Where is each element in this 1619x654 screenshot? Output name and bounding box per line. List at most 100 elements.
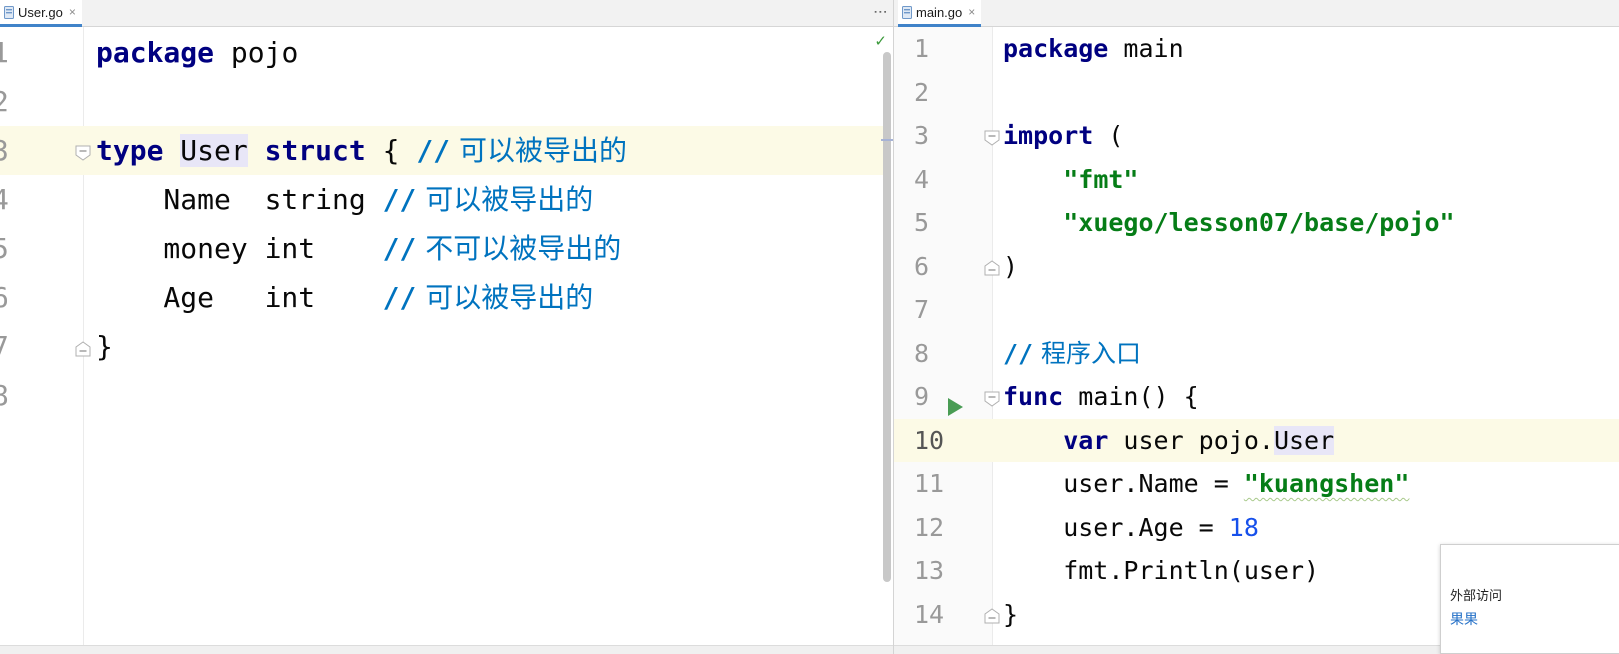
fold-collapse-icon[interactable] <box>983 607 1001 625</box>
code-line[interactable]: 14} <box>894 593 1619 637</box>
left-tab-bar: User.go × ⋮ <box>0 0 893 27</box>
code-text: "xuego/lesson07/base/pojo" <box>1003 201 1454 245</box>
code-line-current[interactable]: 10 var user pojo.User <box>894 418 1619 462</box>
code-token: money int <box>96 232 383 265</box>
notification-popup[interactable]: 外部访问 果果 <box>1440 544 1619 654</box>
line-number[interactable]: 12 <box>914 512 945 542</box>
code-line[interactable]: 6 Age int // 可以被导出的 <box>0 273 883 322</box>
line-number[interactable]: 1 <box>0 36 9 69</box>
code-text: money int // 不可以被导出的 <box>96 224 621 273</box>
code-token: fmt.Println(user) <box>1003 556 1320 585</box>
code-text: Name string // 可以被导出的 <box>96 175 593 224</box>
string-token: "kuangshen" <box>1243 469 1410 498</box>
right-gutter <box>894 27 993 654</box>
code-token: 18 <box>1228 512 1259 542</box>
line-number[interactable]: 8 <box>0 379 9 412</box>
line-number[interactable]: 13 <box>914 556 945 585</box>
code-line[interactable]: 5 money int // 不可以被导出的 <box>0 224 883 273</box>
left-editor-pane: User.go × ⋮ 1 package pojo 2 3 type User str… <box>0 0 893 654</box>
close-icon[interactable]: × <box>68 5 76 19</box>
code-text: // 程序入口 <box>1003 332 1141 376</box>
code-line[interactable]: 13 fmt.Println(user) <box>894 549 1619 593</box>
code-line[interactable]: 5 "xuego/lesson07/base/pojo" <box>894 201 1619 245</box>
code-line[interactable]: 8 <box>0 371 883 420</box>
run-icon[interactable] <box>946 387 964 431</box>
line-number[interactable]: 2 <box>914 77 930 107</box>
code-line[interactable]: 3 import ( <box>894 114 1619 158</box>
code-line[interactable]: 7} <box>0 322 883 371</box>
code-token: ) <box>1003 251 1019 281</box>
line-number[interactable]: 4 <box>0 183 9 216</box>
line-number[interactable]: 14 <box>914 599 945 629</box>
code-token: } <box>1003 599 1019 629</box>
tab-label: main.go <box>916 4 963 20</box>
line-number[interactable]: 6 <box>0 281 9 314</box>
go-file-icon <box>902 5 912 19</box>
string-token: "fmt" <box>1063 164 1139 194</box>
left-code-area[interactable]: 1 package pojo 2 3 type User struct { // 可以被… <box>0 27 883 654</box>
code-token: pojo <box>214 36 299 69</box>
right-horizontal-scroll-strip[interactable] <box>894 645 1619 654</box>
tab-user-go[interactable]: User.go × <box>0 0 82 27</box>
line-number[interactable]: 3 <box>914 121 930 150</box>
line-number[interactable]: 5 <box>914 208 930 237</box>
line-number[interactable]: 8 <box>914 338 930 368</box>
comment-token: // <box>382 281 417 314</box>
close-icon[interactable]: × <box>968 5 976 19</box>
left-horizontal-scroll-strip[interactable] <box>0 645 893 654</box>
code-line-current[interactable]: 3 type User struct { // 可以被导出的 <box>0 126 883 175</box>
line-number[interactable]: 9 <box>914 382 930 411</box>
comment-token: // <box>382 183 417 216</box>
code-token <box>163 134 180 167</box>
code-line[interactable]: 4 Name string // 可以被导出的 <box>0 175 883 224</box>
line-number[interactable]: 7 <box>0 330 9 363</box>
right-tab-bar: main.go × <box>894 0 1619 27</box>
popup-link[interactable]: 果果 <box>1450 611 1478 627</box>
code-token: Name string <box>96 183 383 216</box>
fold-expand-icon[interactable] <box>983 390 1001 408</box>
keyword-token: package <box>96 36 215 69</box>
code-text: user.Name = "kuangshen" <box>1003 462 1409 506</box>
line-number[interactable]: 6 <box>914 251 930 281</box>
code-line[interactable]: 6) <box>894 245 1619 289</box>
keyword-token: var <box>1063 425 1109 455</box>
code-text: import ( <box>1003 114 1123 158</box>
fold-collapse-icon[interactable] <box>74 340 92 358</box>
code-text: package main <box>1003 27 1184 71</box>
code-line[interactable]: 11 user.Name = "kuangshen" <box>894 462 1619 506</box>
code-token <box>1003 426 1063 455</box>
vertical-scrollbar[interactable] <box>883 52 891 582</box>
fold-expand-icon[interactable] <box>983 129 1001 147</box>
line-number[interactable]: 10 <box>914 425 945 455</box>
fold-collapse-icon[interactable] <box>983 259 1001 277</box>
inspection-ok-icon[interactable]: ✓ <box>874 32 887 50</box>
comment-token: 不可以被导出的 <box>416 232 622 265</box>
line-number[interactable]: 4 <box>914 164 930 194</box>
code-line[interactable]: 8 // 程序入口 <box>894 332 1619 376</box>
line-number[interactable]: 5 <box>0 232 9 265</box>
code-text: type User struct { // 可以被导出的 <box>96 126 627 175</box>
code-line[interactable]: 1 package pojo <box>0 28 883 77</box>
code-token: main <box>1108 34 1184 63</box>
code-line[interactable]: 1 package main <box>894 27 1619 71</box>
code-line[interactable]: 4 "fmt" <box>894 158 1619 202</box>
comment-token: // <box>382 232 417 265</box>
fold-expand-icon[interactable] <box>74 144 92 162</box>
code-token <box>1003 208 1063 237</box>
tab-main-go[interactable]: main.go × <box>898 0 982 27</box>
line-number[interactable]: 7 <box>914 295 930 324</box>
line-number[interactable]: 1 <box>914 34 930 63</box>
code-token: } <box>96 330 113 363</box>
caret-position-marker <box>881 139 893 141</box>
code-line[interactable]: 2 <box>0 77 883 126</box>
code-token: Age int <box>96 281 383 314</box>
line-number[interactable]: 11 <box>914 469 945 498</box>
more-options-icon[interactable]: ⋮ <box>872 5 888 17</box>
line-number[interactable]: 2 <box>0 85 9 118</box>
line-number[interactable]: 3 <box>0 134 9 167</box>
code-line[interactable]: 2 <box>894 71 1619 115</box>
code-line[interactable]: 7 <box>894 288 1619 332</box>
code-line[interactable]: 12 user.Age = 18 <box>894 506 1619 550</box>
